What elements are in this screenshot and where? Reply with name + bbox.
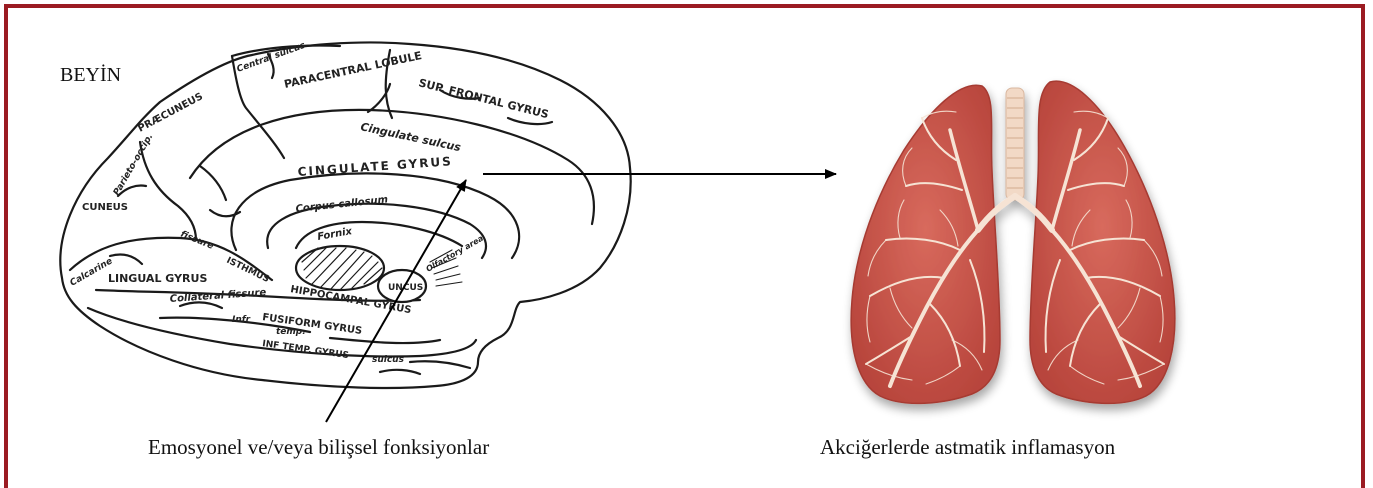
label-cuneus: CUNEUS bbox=[82, 202, 128, 213]
brain-outline bbox=[60, 42, 630, 388]
left-lung bbox=[851, 85, 1000, 403]
label-infr: Infr bbox=[232, 315, 251, 325]
label-temp: temp. bbox=[276, 327, 306, 337]
caption-brain-function: Emosyonel ve/veya bilişsel fonksiyonlar bbox=[148, 435, 489, 460]
lungs-illustration bbox=[851, 81, 1175, 403]
thalamus bbox=[296, 246, 384, 290]
caption-lung-inflammation: Akciğerlerde astmatik inflamasyon bbox=[820, 435, 1115, 460]
brain-illustration bbox=[60, 42, 630, 388]
trachea bbox=[1006, 88, 1024, 200]
label-sulcus: sulcus bbox=[372, 355, 405, 365]
label-lingual-gyrus: LINGUAL GYRUS bbox=[108, 272, 207, 285]
